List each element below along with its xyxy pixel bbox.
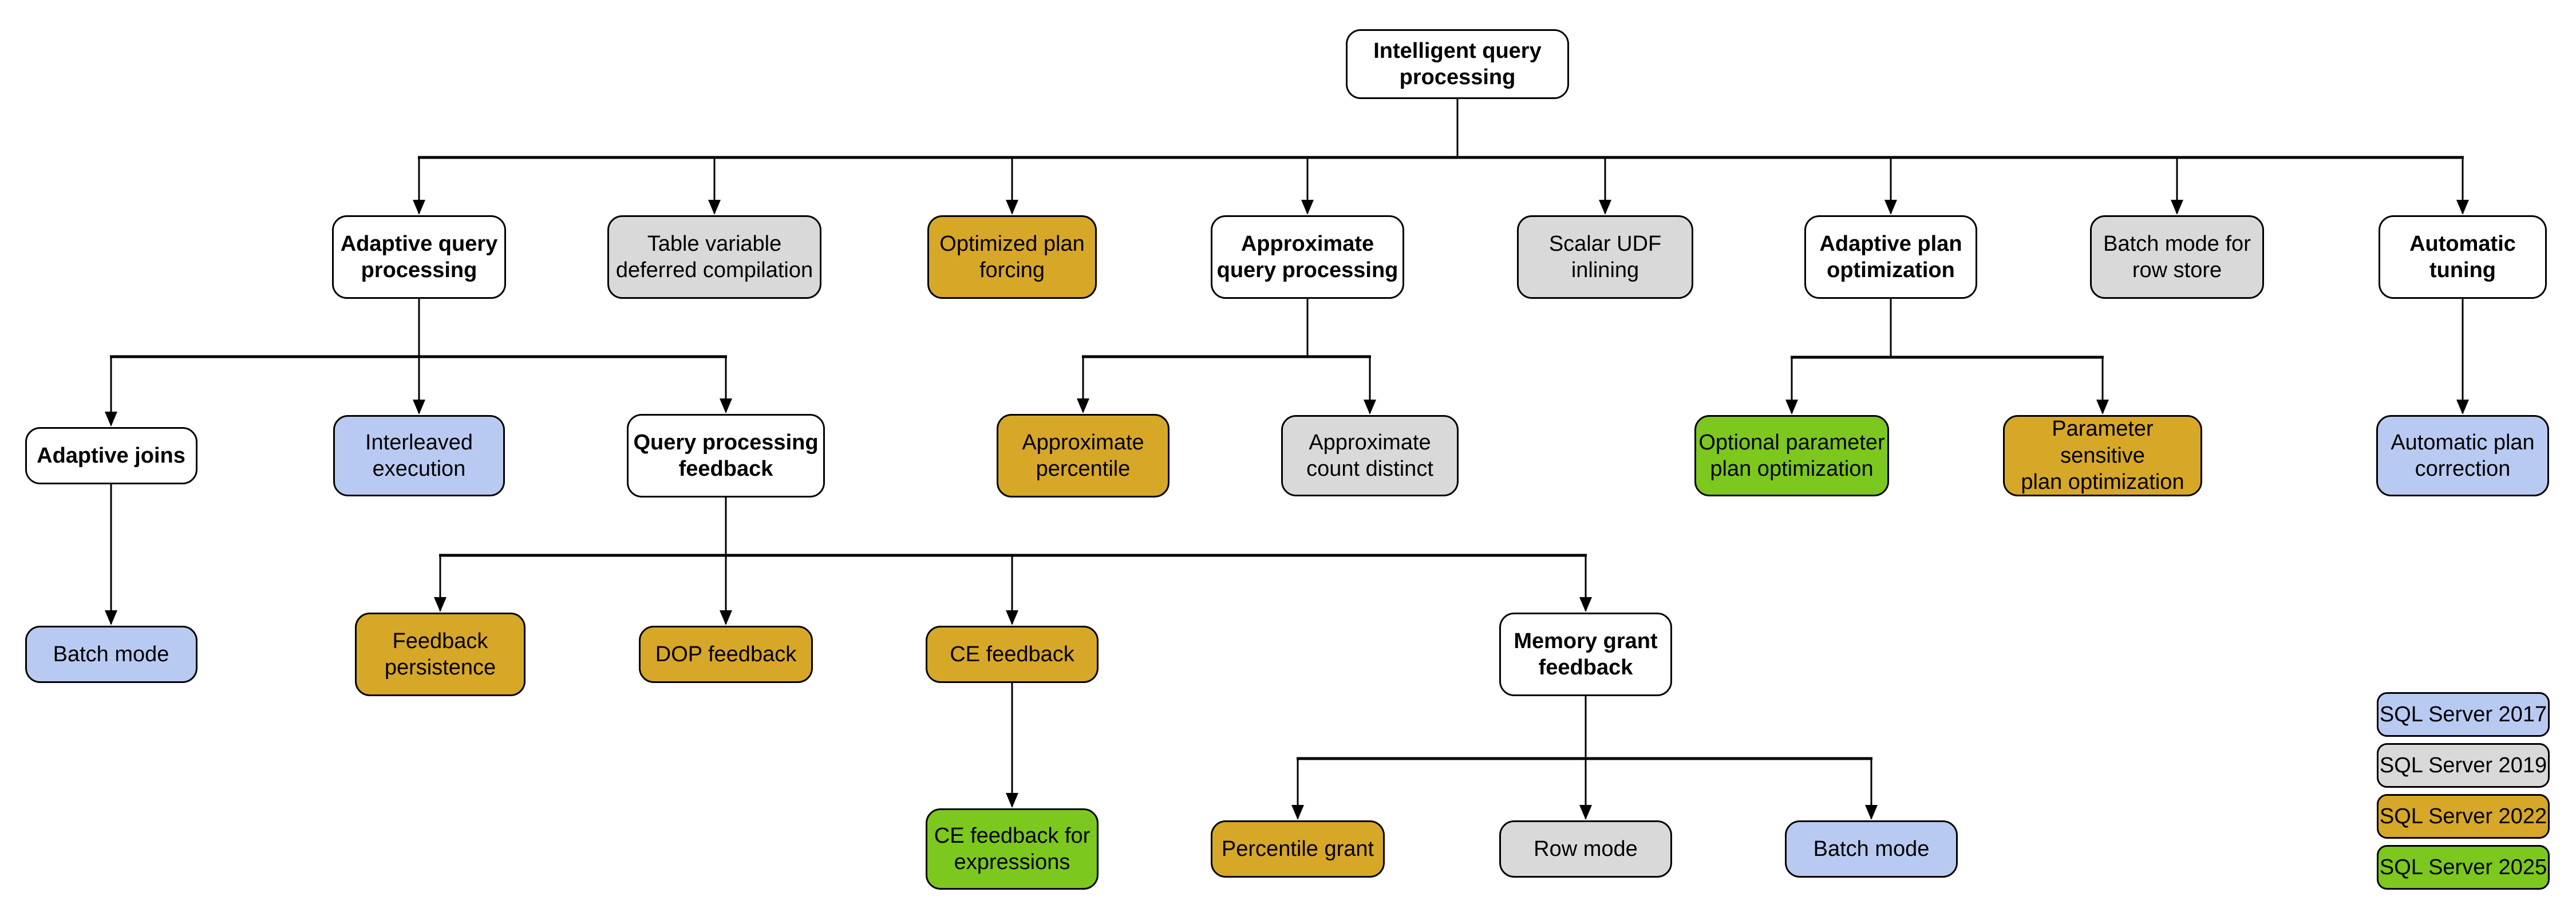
node-label: Automatic plan correction (2391, 430, 2535, 481)
legend-label: SQL Server 2025 (2379, 855, 2547, 879)
legend-item-2025: SQL Server 2025 (2377, 845, 2550, 890)
node-label: Adaptive joins (37, 443, 185, 468)
legend-item-2022: SQL Server 2022 (2377, 794, 2550, 839)
node-percentile-grant: Percentile grant (1211, 820, 1385, 878)
node-label: Feedback persistence (384, 629, 496, 680)
node-row-mode: Row mode (1499, 820, 1672, 878)
node-optional-parameter-plan-optimization: Optional parameter plan optimization (1694, 415, 1889, 496)
node-label: Percentile grant (1221, 836, 1374, 861)
node-label: Batch mode (53, 642, 169, 666)
node-optimized-plan-forcing: Optimized plan forcing (927, 215, 1097, 299)
node-dop-feedback: DOP feedback (639, 626, 813, 683)
legend-label: SQL Server 2017 (2379, 702, 2547, 727)
node-interleaved-execution: Interleaved execution (333, 415, 505, 496)
node-label: Query processing feedback (633, 430, 819, 481)
legend-label: SQL Server 2022 (2379, 804, 2547, 828)
node-automatic-plan-correction: Automatic plan correction (2376, 415, 2549, 496)
node-automatic-tuning: Automatic tuning (2379, 215, 2547, 299)
node-label: Approximate count distinct (1306, 430, 1433, 481)
node-query-processing-feedback: Query processing feedback (627, 414, 825, 498)
node-approximate-count-distinct: Approximate count distinct (1281, 415, 1459, 496)
node-label: Batch mode (1813, 836, 1930, 861)
node-label: Row mode (1534, 836, 1638, 861)
legend-label: SQL Server 2019 (2379, 753, 2547, 777)
node-approximate-percentile: Approximate percentile (997, 414, 1170, 498)
node-label: Memory grant feedback (1514, 629, 1658, 680)
node-batch-mode-for-row-store: Batch mode for row store (2090, 215, 2264, 299)
node-label: Batch mode for row store (2103, 231, 2251, 282)
node-label: Optional parameter plan optimization (1698, 430, 1885, 481)
node-adaptive-query-processing: Adaptive query processing (332, 215, 506, 299)
node-label: Optimized plan forcing (939, 231, 1085, 282)
node-adaptive-plan-optimization: Adaptive plan optimization (1804, 215, 1977, 299)
node-scalar-udf-inlining: Scalar UDF inlining (1517, 215, 1693, 299)
node-approximate-query-processing: Approximate query processing (1211, 215, 1404, 299)
node-label: Approximate percentile (1022, 430, 1144, 481)
node-label: Approximate query processing (1216, 231, 1398, 282)
node-parameter-sensitive-plan-optimization: Parameter sensitive plan optimization (2003, 415, 2202, 496)
node-ce-feedback: CE feedback (926, 626, 1099, 683)
node-batch-mode-memory-grant: Batch mode (1785, 820, 1958, 878)
node-intelligent-query-processing: Intelligent query processing (1346, 29, 1569, 99)
node-label: Automatic tuning (2409, 231, 2516, 282)
node-ce-feedback-for-expressions: CE feedback for expressions (926, 808, 1099, 890)
node-adaptive-joins: Adaptive joins (25, 427, 197, 484)
node-label: Table variable deferred compilation (615, 231, 813, 282)
node-label: Parameter sensitive plan optimization (2021, 417, 2184, 495)
legend-item-2019: SQL Server 2019 (2377, 743, 2550, 788)
node-label: Scalar UDF inlining (1548, 231, 1662, 282)
node-label: CE feedback (950, 642, 1074, 666)
node-label: Adaptive plan optimization (1819, 231, 1962, 282)
node-label: Intelligent query processing (1373, 38, 1542, 89)
node-batch-mode-adaptive-joins: Batch mode (25, 626, 197, 683)
node-label: Adaptive query processing (340, 231, 498, 282)
node-label: CE feedback for expressions (934, 823, 1091, 874)
node-label: Interleaved execution (365, 430, 473, 481)
node-memory-grant-feedback: Memory grant feedback (1499, 613, 1672, 696)
node-table-variable-deferred-compilation: Table variable deferred compilation (607, 215, 821, 299)
legend-item-2017: SQL Server 2017 (2377, 692, 2550, 737)
node-label: DOP feedback (655, 642, 797, 666)
node-feedback-persistence: Feedback persistence (355, 613, 526, 696)
